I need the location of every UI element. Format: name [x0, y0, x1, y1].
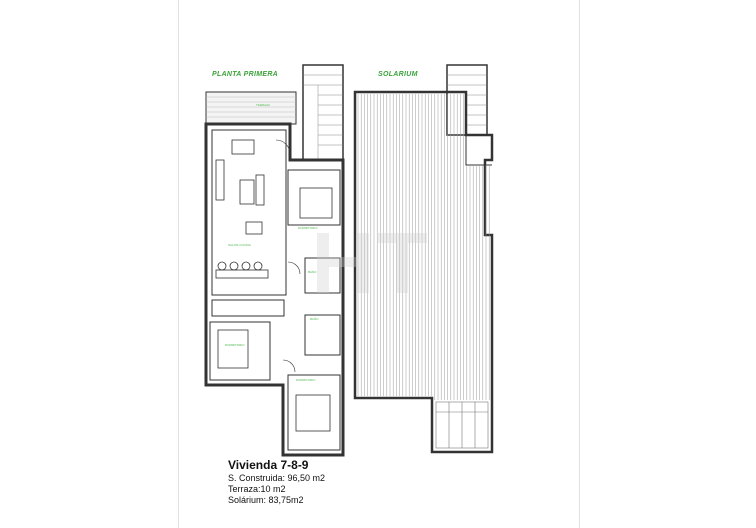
room-label-dormitorio-2: DORMITORIO — [225, 343, 245, 347]
property-info: Vivienda 7-8-9 S. Construida: 96,50 m2 T… — [228, 458, 325, 506]
room-label-terraza: TERRAZA — [256, 103, 270, 107]
solarium-plan — [353, 64, 494, 454]
solarium-title: SOLARIUM — [378, 71, 418, 78]
terrace-area: Terraza:10 m2 — [228, 484, 286, 494]
first-floor-plan — [204, 64, 345, 457]
room-label-bano-1: BAÑO — [308, 269, 317, 274]
solarium-terrace — [435, 401, 489, 449]
document-page — [178, 0, 580, 528]
watermark-logo — [317, 233, 427, 293]
room-label-dormitorio-1: DORMITORIO — [298, 226, 318, 230]
property-name: Vivienda 7-8-9 — [228, 458, 309, 472]
solarium-deck-stripes — [357, 94, 490, 400]
room-label-bano-2: BAÑO — [310, 316, 319, 321]
solarium-area: Solárium: 83,75m2 — [228, 495, 304, 505]
room-label-salon: SALON-COCINA — [228, 243, 251, 247]
built-area: S. Construida: 96,50 m2 — [228, 473, 326, 483]
room-label-dormitorio-3: DORMITORIO — [296, 378, 316, 382]
planta-primera-title: PLANTA PRIMERA — [212, 71, 279, 78]
